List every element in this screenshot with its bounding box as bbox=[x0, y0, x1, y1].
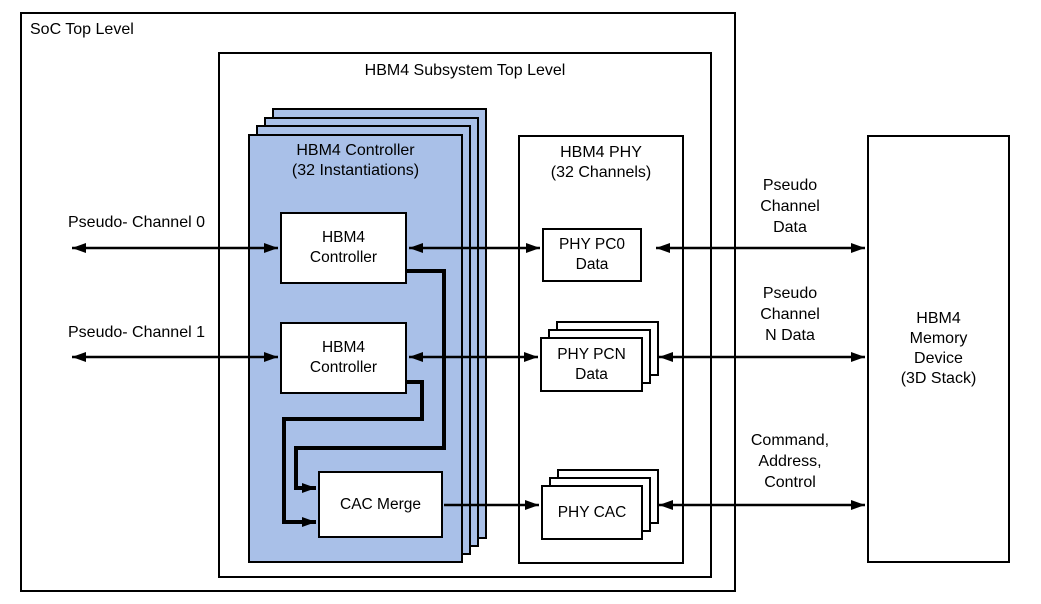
pseudo-channel-n-data-label: Pseudo Channel N Data bbox=[730, 283, 850, 346]
command-address-control-label: Command, Address, Control bbox=[730, 430, 850, 493]
memory-line4: (3D Stack) bbox=[900, 370, 977, 387]
pseudo-channel-0-label: Pseudo- Channel 0 bbox=[68, 214, 205, 231]
hbm4-memory-device-box: HBM4 Memory Device (3D Stack) bbox=[867, 135, 1010, 563]
phy-pc0-data-box: PHY PC0 Data bbox=[542, 228, 642, 282]
hbm4-phy-title: HBM4 PHY (32 Channels) bbox=[518, 143, 684, 183]
hbm4-subsystem-label: HBM4 Subsystem Top Level bbox=[364, 62, 566, 79]
phy-pcn-data-box: PHY PCN Data bbox=[540, 337, 643, 392]
command-address-control-line2: Address, bbox=[758, 453, 822, 470]
memory-line1: HBM4 bbox=[916, 310, 961, 327]
pseudo-channel-data-line3: Data bbox=[773, 219, 807, 236]
command-address-control-line3: Control bbox=[764, 474, 816, 491]
phy-cac-box: PHY CAC bbox=[541, 485, 643, 540]
hbm4-phy-title-line1: HBM4 PHY bbox=[560, 144, 642, 161]
pseudo-channel-n-data-line1: Pseudo bbox=[762, 285, 818, 302]
pseudo-channel-data-label: Pseudo Channel Data bbox=[730, 175, 850, 238]
phy-pcn-line1: PHY PCN bbox=[557, 345, 626, 363]
cac-merge-label: CAC Merge bbox=[340, 495, 421, 513]
command-address-control-line1: Command, bbox=[750, 432, 830, 449]
hbm4-controller-bottom-box: HBM4 Controller bbox=[280, 322, 407, 394]
pseudo-channel-n-data-line2: Channel bbox=[760, 306, 820, 323]
controller-stack-title-line2: (32 Instantiations) bbox=[291, 162, 420, 179]
phy-cac-label: PHY CAC bbox=[557, 503, 627, 521]
soc-top-level-label: SoC Top Level bbox=[30, 21, 134, 38]
cac-merge-box: CAC Merge bbox=[318, 471, 443, 538]
pseudo-channel-data-line2: Channel bbox=[760, 198, 820, 215]
pseudo-channel-data-line1: Pseudo bbox=[762, 177, 818, 194]
pseudo-channel-n-data-line3: N Data bbox=[765, 327, 815, 344]
memory-line2: Memory bbox=[909, 330, 968, 347]
hbm4-controller-top-line1: HBM4 bbox=[321, 229, 366, 246]
controller-stack-title-line1: HBM4 Controller bbox=[296, 142, 415, 159]
memory-line3: Device bbox=[914, 350, 963, 367]
hbm4-phy-title-line2: (32 Channels) bbox=[550, 164, 652, 181]
phy-pcn-line2: Data bbox=[575, 365, 608, 383]
hbm4-controller-bottom-line1: HBM4 bbox=[321, 339, 366, 356]
phy-pc0-line2: Data bbox=[575, 256, 609, 273]
controller-stack-title: HBM4 Controller (32 Instantiations) bbox=[248, 141, 463, 181]
hbm4-controller-bottom-line2: Controller bbox=[309, 359, 378, 376]
phy-pc0-line1: PHY PC0 bbox=[558, 236, 626, 253]
hbm4-controller-top-line2: Controller bbox=[309, 249, 378, 266]
hbm4-controller-top-box: HBM4 Controller bbox=[280, 212, 407, 284]
pseudo-channel-1-label: Pseudo- Channel 1 bbox=[68, 324, 205, 341]
